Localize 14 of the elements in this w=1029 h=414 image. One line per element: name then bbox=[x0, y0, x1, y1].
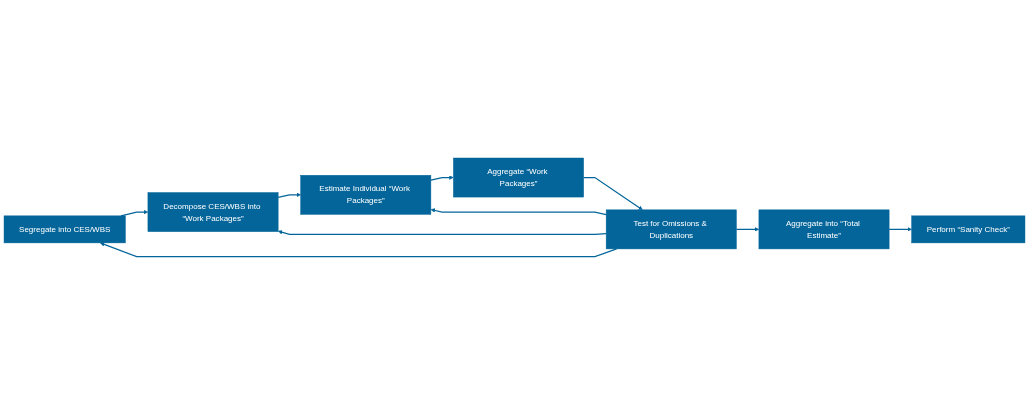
arrow bbox=[430, 207, 607, 215]
arrow bbox=[888, 226, 912, 232]
arrow bbox=[735, 226, 760, 232]
node-box: Aggregate into “Total Estimate” bbox=[758, 209, 890, 249]
node-box: Aggregate “Work Packages” bbox=[453, 157, 584, 197]
node-box: Decompose CES/WBS into “Work Packages” bbox=[147, 191, 279, 232]
arrow bbox=[277, 192, 301, 198]
node-box: Segregate into CES/WBS bbox=[3, 215, 126, 243]
node-box: Perform “Sanity Check” bbox=[911, 215, 1026, 243]
arrow bbox=[277, 229, 607, 235]
node-box: Estimate Individual “Work Packages” bbox=[300, 174, 432, 215]
node-box: Test for Omissions & Duplications bbox=[605, 209, 737, 249]
arrow bbox=[430, 175, 454, 181]
arrow bbox=[583, 176, 643, 210]
